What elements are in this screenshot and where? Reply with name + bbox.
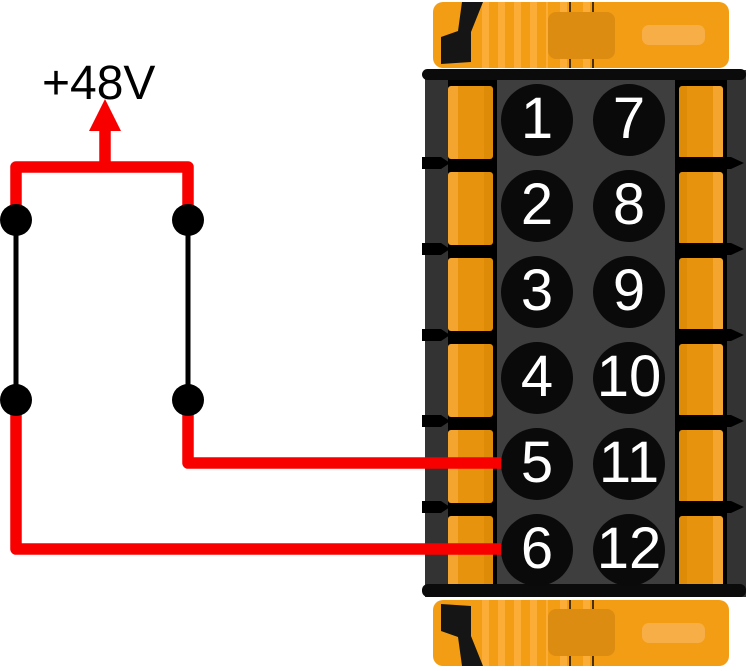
mount-tab — [679, 172, 723, 245]
mount-tab — [679, 344, 723, 417]
pin-10: 10 — [593, 342, 665, 414]
junction-dot — [172, 384, 204, 416]
side-notch — [678, 243, 744, 255]
pin-6: 6 — [501, 514, 573, 586]
connector-body: 1 2 3 4 5 6 7 8 9 10 11 12 — [422, 69, 746, 597]
pin-9: 9 — [593, 256, 665, 328]
pin-label: 9 — [612, 258, 646, 323]
junction-dot — [172, 204, 204, 236]
pin-label: 11 — [598, 430, 660, 495]
side-notch — [422, 243, 450, 255]
pin-label: 8 — [612, 172, 646, 237]
wire-to-pin-6 — [10, 392, 519, 555]
mount-tab — [448, 172, 493, 245]
pin-11: 11 — [593, 428, 665, 500]
mount-tab — [679, 86, 723, 159]
pin-4: 4 — [501, 342, 573, 414]
supply-bus-wire — [10, 161, 194, 231]
pin-2: 2 — [501, 170, 573, 242]
connector-cap-top — [433, 2, 729, 68]
pin-label: 4 — [520, 344, 554, 409]
side-notch — [678, 415, 744, 427]
side-notch — [422, 329, 450, 341]
side-notch — [422, 415, 450, 427]
side-notch — [678, 329, 744, 341]
pin-label: 3 — [520, 258, 554, 323]
pin-3: 3 — [501, 256, 573, 328]
junction-dot — [0, 204, 32, 236]
pin-field: 1 2 3 4 5 6 7 8 9 10 11 12 — [497, 80, 675, 586]
mount-tab — [679, 258, 723, 331]
mount-tab-column-left — [448, 80, 497, 584]
body-top-edge — [422, 69, 746, 80]
cap-highlight-pill — [642, 25, 705, 45]
pin-5: 5 — [501, 428, 573, 500]
pin-1: 1 — [501, 84, 573, 156]
pin-label: 10 — [596, 344, 662, 409]
side-notch — [678, 501, 744, 513]
body-bottom-edge — [422, 584, 746, 597]
arrow-up-icon — [89, 99, 121, 131]
voltage-label: +48V — [42, 57, 156, 110]
mount-tab — [448, 258, 493, 331]
side-notch — [422, 157, 450, 169]
cap-ridges — [482, 2, 548, 68]
pin-label: 1 — [520, 86, 554, 151]
side-notch — [422, 501, 450, 513]
pin-7: 7 — [593, 84, 665, 156]
mount-tab — [448, 344, 493, 417]
pin-label: 12 — [596, 516, 662, 581]
pin-8: 8 — [593, 170, 665, 242]
mount-tab — [448, 86, 493, 159]
pin-label: 5 — [520, 430, 554, 495]
junction-dot — [0, 384, 32, 416]
pin-label: 2 — [520, 172, 554, 237]
pin-12: 12 — [593, 514, 665, 586]
mount-tab — [679, 430, 723, 503]
pin-label: 6 — [520, 516, 554, 581]
mount-tab — [679, 516, 723, 584]
pin-label: 7 — [612, 86, 646, 151]
side-notch — [678, 157, 744, 169]
wire-to-pin-5 — [182, 392, 519, 469]
cap-inset-panel — [548, 12, 615, 59]
